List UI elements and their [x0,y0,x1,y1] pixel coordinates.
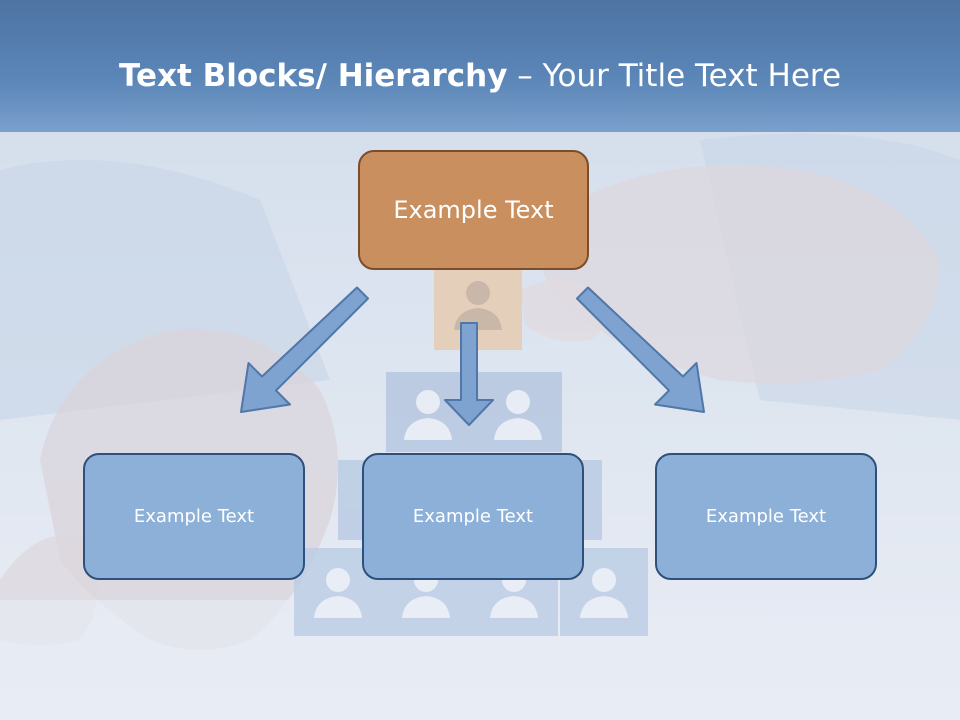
hierarchy-top-label: Example Text [393,196,554,224]
hierarchy-child-label: Example Text [412,506,534,527]
hierarchy-child-label: Example Text [133,506,255,527]
hierarchy-child-label: Example Text [705,506,827,527]
hierarchy-top-box: Example Text [358,150,589,270]
hierarchy-child-box-center: Example Text [362,453,584,580]
title-band [0,0,960,132]
slide-title: Text Blocks/ Hierarchy – Your Title Text… [0,52,960,100]
hierarchy-child-box-left: Example Text [83,453,305,580]
hierarchy-child-box-right: Example Text [655,453,877,580]
title-separator: – [507,58,543,94]
title-bold-part: Text Blocks/ Hierarchy [118,58,508,94]
title-regular-part: Your Title Text Here [542,58,842,94]
